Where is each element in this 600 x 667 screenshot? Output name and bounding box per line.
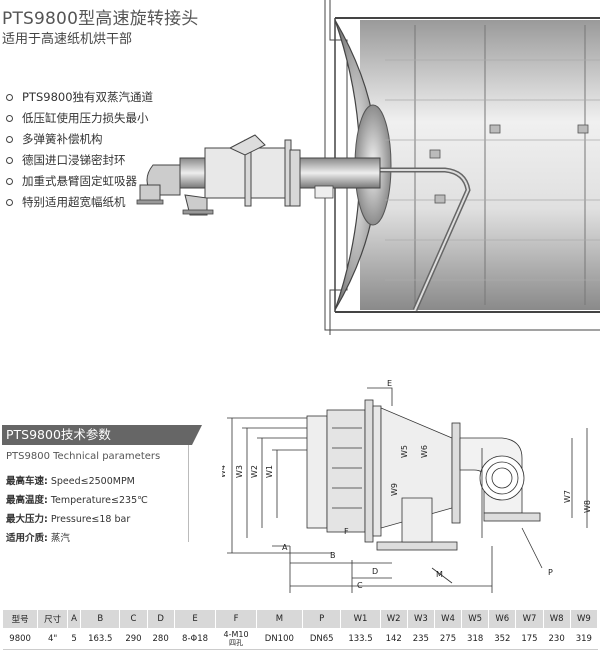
table-header: D	[146, 609, 175, 629]
table-header: W6	[488, 609, 517, 629]
page-subtitle: 适用于高速纸机烘干部	[2, 32, 133, 47]
table-header: F	[215, 609, 257, 629]
table-header-row: 型号 尺寸 A B C D E F M P W1 W2 W3 W4 W5 W6 …	[1, 609, 599, 629]
feature-item: PTS9800独有双蒸汽通道	[6, 87, 153, 108]
table-header: W7	[515, 609, 544, 629]
table-header: W5	[461, 609, 490, 629]
page-title: PTS9800型高速旋转接头	[2, 9, 199, 29]
label-W8: W8	[583, 500, 592, 513]
param-row: 最大压力: Pressure≤18 bar	[6, 514, 131, 525]
table-header: M	[255, 609, 304, 629]
dryer-cylinder-drawing	[136, 0, 600, 335]
label-W2: W2	[250, 465, 259, 478]
table-header: A	[67, 609, 82, 629]
feature-item: 特别适用超宽幅纸机	[6, 192, 153, 213]
label-W7: W7	[563, 490, 572, 503]
label-W3: W3	[235, 465, 244, 478]
technical-drawing: E W4 W3 W2 W1 W5 W6 W9 W7 W8 A B C D F M…	[222, 379, 592, 593]
feature-item: 低压缸使用压力损失最小	[6, 108, 153, 129]
bullet-icon	[6, 115, 13, 122]
label-W6: W6	[420, 445, 429, 458]
bullet-icon	[6, 178, 13, 185]
table-header: B	[80, 609, 121, 629]
param-row: 最高温度: Temperature≤235℃	[6, 495, 148, 506]
parameters-subheading: PTS9800 Technical parameters	[6, 451, 161, 462]
table-header: P	[302, 609, 342, 629]
bullet-icon	[6, 136, 13, 143]
table-header: W1	[340, 609, 381, 629]
table-header: C	[119, 609, 148, 629]
bullet-icon	[6, 94, 13, 101]
feature-list: PTS9800独有双蒸汽通道 低压缸使用压力损失最小 多弹簧补偿机构 德国进口浸…	[6, 87, 153, 213]
parameters-panel: PTS9800技术参数 PTS9800 Technical parameters…	[2, 425, 202, 544]
label-W5: W5	[400, 445, 409, 458]
label-C: C	[357, 581, 363, 590]
feature-item: 德国进口浸锑密封环	[6, 150, 153, 171]
label-F: F	[344, 527, 349, 536]
table-header: 尺寸	[37, 609, 69, 629]
label-W4: W4	[222, 465, 227, 478]
label-W1: W1	[265, 465, 274, 478]
param-row: 适用介质: 蒸汽	[6, 533, 70, 544]
label-W9: W9	[390, 483, 399, 496]
table-header: W8	[542, 609, 571, 629]
label-A: A	[282, 543, 288, 552]
table-header: W3	[406, 609, 435, 629]
feature-item: 加重式悬臂固定虹吸器	[6, 171, 153, 192]
table-header: W4	[433, 609, 463, 629]
table-header: E	[173, 609, 217, 629]
label-D: D	[372, 567, 378, 576]
label-M: M	[436, 570, 443, 579]
parameters-heading: PTS9800技术参数	[2, 425, 202, 445]
table-header: W2	[379, 609, 408, 629]
bullet-icon	[6, 199, 13, 206]
label-E: E	[387, 379, 392, 388]
specs-table: 型号 尺寸 A B C D E F M P W1 W2 W3 W4 W5 W6 …	[1, 609, 599, 650]
feature-item: 多弹簧补偿机构	[6, 129, 153, 150]
param-row: 最高车速: Speed≤2500MPM	[6, 476, 135, 487]
bullet-icon	[6, 157, 13, 164]
label-B: B	[330, 551, 336, 560]
label-P: P	[548, 568, 553, 577]
table-header: W9	[569, 609, 599, 629]
table-header: 型号	[1, 609, 39, 629]
